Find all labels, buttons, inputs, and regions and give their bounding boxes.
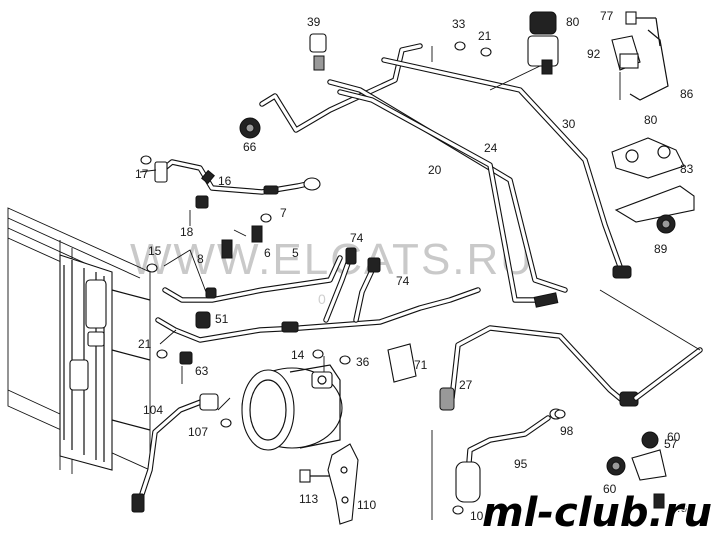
pipes-74 — [323, 247, 381, 323]
callout-18: 18 — [180, 225, 194, 239]
nut-89 — [656, 214, 676, 234]
pipe-16 — [154, 159, 321, 195]
hose-27 — [439, 325, 703, 411]
pipe-lower — [155, 255, 481, 343]
callout-36: 36 — [356, 355, 370, 369]
leader-lines — [139, 46, 701, 520]
callout-10: 10 — [470, 509, 484, 523]
callout-74: 74 — [350, 231, 364, 245]
pressure-switch-80-top — [527, 11, 559, 75]
ml-club-logo: ml-club.ru — [482, 490, 712, 536]
callout-92: 92 — [587, 47, 601, 61]
callout-14: 14 — [291, 348, 305, 362]
callout-86: 86 — [680, 87, 694, 101]
callout-8: 8 — [197, 252, 204, 266]
callout-60: 60 — [603, 482, 617, 496]
condenser — [7, 207, 151, 474]
hose-104 — [131, 393, 219, 513]
callout-48: 48 — [674, 501, 688, 515]
callout-113: 113 — [299, 492, 318, 506]
ac-compressor — [241, 364, 343, 451]
callout-110: 110 — [357, 498, 376, 512]
callout-39: 39 — [307, 15, 321, 29]
callout-5: 5 — [292, 246, 299, 260]
callout-80: 80 — [566, 15, 580, 29]
callout-71: 71 — [414, 358, 428, 372]
bolt-77 — [625, 11, 656, 25]
hose-95-receiver — [455, 408, 563, 503]
callout-80: 80 — [644, 113, 658, 127]
callout-83: 83 — [680, 162, 694, 176]
clip-92 — [611, 35, 641, 71]
callout-16: 16 — [218, 174, 232, 188]
callout-57: 57 — [664, 437, 678, 451]
callout-labels: 39 33 21 80 77 92 86 30 80 66 24 20 17 1… — [135, 9, 694, 523]
callout-6: 6 — [264, 246, 271, 260]
callout-24: 24 — [484, 141, 498, 155]
callout-66: 66 — [243, 140, 257, 154]
callout-21: 21 — [138, 337, 152, 351]
callout-33: 33 — [452, 17, 466, 31]
callout-98: 98 — [560, 424, 574, 438]
callout-107: 107 — [188, 425, 208, 439]
callout-104: 104 — [143, 403, 163, 417]
callout-77: 77 — [600, 9, 614, 23]
callout-7: 7 — [280, 206, 287, 220]
callout-95: 95 — [514, 457, 528, 471]
callout-27: 27 — [459, 378, 473, 392]
callout-20: 20 — [428, 163, 442, 177]
callout-30: 30 — [562, 117, 576, 131]
callout-74: 74 — [396, 274, 410, 288]
valve-cap-39 — [309, 33, 327, 71]
clamp-80-right — [611, 137, 685, 179]
callout-89: 89 — [654, 242, 668, 256]
bracket-110 — [327, 443, 359, 525]
small-parts — [140, 41, 667, 515]
callout-21: 21 — [478, 29, 492, 43]
bracket-86 — [629, 17, 669, 101]
callout-63: 63 — [195, 364, 209, 378]
callout-51: 51 — [215, 312, 229, 326]
callout-17: 17 — [135, 167, 149, 181]
bracket-83 — [614, 185, 695, 223]
callout-60: 60 — [667, 430, 681, 444]
bolt-113 — [299, 469, 330, 483]
watermark-subtext: 0 — [318, 291, 326, 307]
callout-15: 15 — [148, 244, 162, 258]
nut-66 — [239, 117, 261, 139]
pipe-assembly-20-24 — [259, 43, 632, 308]
